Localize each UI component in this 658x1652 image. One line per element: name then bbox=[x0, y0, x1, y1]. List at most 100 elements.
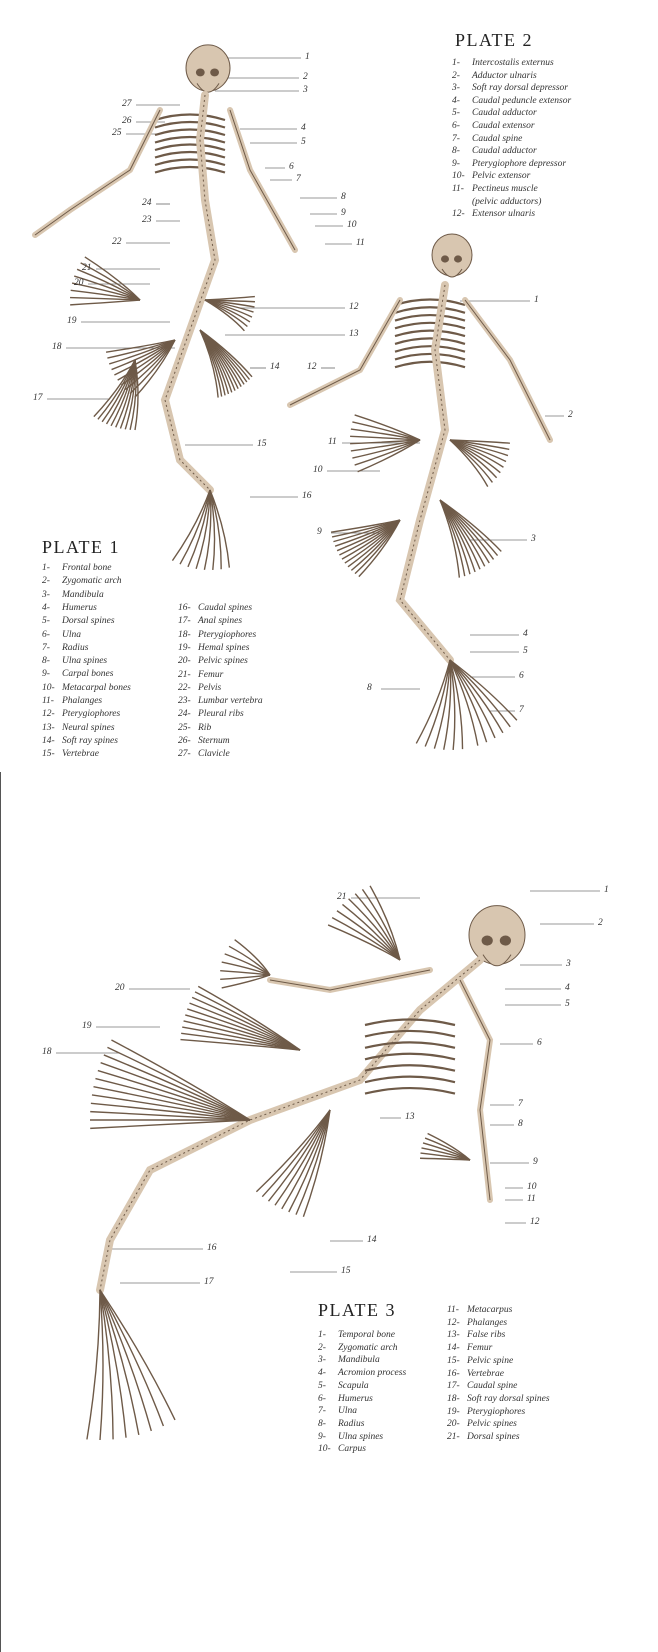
callout-number: 24 bbox=[142, 198, 152, 208]
plate-1-title: PLATE 1 bbox=[42, 537, 120, 557]
callout-number: 5 bbox=[565, 999, 570, 1009]
legend-item: 24-Pleural ribs bbox=[178, 709, 244, 719]
legend-number: 3- bbox=[452, 83, 460, 94]
callout-number: 17 bbox=[33, 393, 43, 403]
callout-number: 19 bbox=[67, 316, 77, 326]
legend-label: Pterygiophores bbox=[198, 629, 257, 640]
legend-label: Humerus bbox=[338, 1393, 373, 1404]
rib bbox=[154, 158, 226, 167]
caudal-fin bbox=[449, 659, 518, 721]
legend-label: Scapula bbox=[338, 1380, 369, 1391]
dorsal-rays bbox=[439, 499, 461, 578]
plate-2-title: PLATE 2 bbox=[455, 30, 533, 50]
callout-number: 13 bbox=[349, 329, 359, 339]
legend-label: Soft ray dorsal spines bbox=[467, 1393, 550, 1404]
legend-number: 16- bbox=[447, 1368, 460, 1379]
pelvic-fin bbox=[354, 414, 421, 441]
legend-item: 17-Anal spines bbox=[178, 616, 242, 626]
legend-number: 1- bbox=[318, 1330, 326, 1340]
caudal-fin bbox=[449, 659, 456, 751]
callout-number: 12 bbox=[530, 1217, 540, 1227]
legend-number: 14- bbox=[447, 1343, 460, 1354]
legend-label: Caudal spines bbox=[198, 603, 253, 613]
caudal-fin bbox=[449, 659, 464, 750]
legend-item: 12-Phalanges bbox=[447, 1318, 507, 1328]
legend-number: 8- bbox=[42, 656, 50, 667]
legend-item: 6-Humerus bbox=[318, 1394, 373, 1404]
caudal-fin bbox=[433, 659, 451, 749]
legend-item: 18- Soft ray dorsal spines bbox=[447, 1394, 550, 1404]
callout-number: 7 bbox=[519, 705, 524, 715]
legend-label: Phalanges bbox=[62, 696, 103, 706]
legend-label: Zygomatic arch bbox=[62, 576, 122, 587]
eye-socket bbox=[441, 255, 449, 263]
legend-number: 6- bbox=[452, 121, 460, 131]
legend-label: Sternum bbox=[198, 736, 230, 746]
legend-number: 18- bbox=[447, 1393, 460, 1404]
vertebrae bbox=[164, 94, 216, 491]
legend-item: 8-Radius bbox=[318, 1419, 364, 1429]
legend-number: 13- bbox=[447, 1330, 460, 1341]
caudal-fin bbox=[449, 659, 479, 746]
legend-number: 8- bbox=[452, 146, 460, 157]
hand-phalanges bbox=[220, 974, 271, 981]
rib bbox=[154, 165, 226, 174]
callout-number: 12 bbox=[307, 362, 317, 372]
caudal-fin bbox=[99, 1289, 165, 1427]
rib bbox=[364, 1052, 456, 1061]
legend-number: 4- bbox=[452, 95, 460, 106]
dorsal-spines bbox=[336, 910, 401, 961]
legend-item: 7-Radius bbox=[42, 643, 88, 653]
rib bbox=[154, 128, 226, 137]
rib bbox=[154, 143, 226, 152]
soft-ray-dorsal-spines bbox=[100, 1062, 251, 1121]
legend-number: 19- bbox=[178, 642, 191, 653]
legend-item: 2-Adductor ulnaris bbox=[452, 71, 537, 81]
legend-item: 7-Ulna bbox=[318, 1406, 357, 1416]
legend-label: Vertebrae bbox=[62, 749, 99, 760]
legend-label: Pelvic extensor bbox=[472, 171, 531, 182]
callout-number: 9 bbox=[533, 1157, 538, 1167]
legend-number: 14- bbox=[42, 735, 55, 746]
rib bbox=[364, 1029, 456, 1038]
legend-label: Carpal bones bbox=[62, 669, 114, 680]
plate-3-title: PLATE 3 bbox=[318, 1300, 396, 1320]
ulna-spines bbox=[422, 1142, 471, 1161]
caudal-fin bbox=[443, 659, 452, 750]
callout-number: 15 bbox=[257, 439, 267, 449]
legend-label: Pelvic spines bbox=[198, 656, 248, 667]
legend-label: Humerus bbox=[62, 602, 97, 613]
legend-number: 4- bbox=[42, 602, 50, 613]
rib bbox=[394, 306, 466, 314]
legend-number: 7- bbox=[318, 1406, 326, 1417]
legend-item: 6-Caudal extensor bbox=[452, 121, 535, 131]
neural-spines bbox=[204, 295, 255, 301]
legend-item: 19-Hemal spines bbox=[178, 643, 249, 653]
legend-label: Dorsal spines bbox=[467, 1432, 520, 1442]
caudal-fin bbox=[99, 1289, 176, 1421]
pelvic-fin bbox=[449, 439, 489, 487]
rib bbox=[394, 352, 466, 361]
legend-number: 18- bbox=[178, 629, 191, 640]
callout-number: 11 bbox=[356, 238, 365, 248]
callout-number: 14 bbox=[270, 362, 280, 372]
legend-number: 21- bbox=[178, 669, 191, 680]
legend-label: Ulna spines bbox=[338, 1431, 384, 1442]
legend-item: 18- Pterygiophores bbox=[178, 630, 256, 640]
legend-item: 10-Pelvic extensor bbox=[452, 171, 530, 181]
legend-number: 5- bbox=[42, 616, 50, 627]
caudal-fin bbox=[86, 1289, 101, 1440]
soft-ray-dorsal-spines bbox=[95, 1077, 251, 1121]
legend-item: 27-Clavicle bbox=[178, 749, 230, 759]
legend-item: 8-Caudal adductor bbox=[452, 146, 537, 156]
legend-label: Phalanges bbox=[467, 1317, 508, 1328]
rib bbox=[364, 1041, 456, 1049]
caudal-fin bbox=[99, 1289, 104, 1441]
soft-ray-dorsal-spines bbox=[91, 1094, 251, 1121]
legend-label: Metacarpus bbox=[467, 1305, 513, 1315]
callout-number: 16 bbox=[302, 491, 312, 501]
rib bbox=[154, 135, 226, 144]
pelvic-spine bbox=[255, 1109, 331, 1193]
jaw bbox=[441, 268, 463, 278]
caudal-fin bbox=[449, 659, 496, 739]
